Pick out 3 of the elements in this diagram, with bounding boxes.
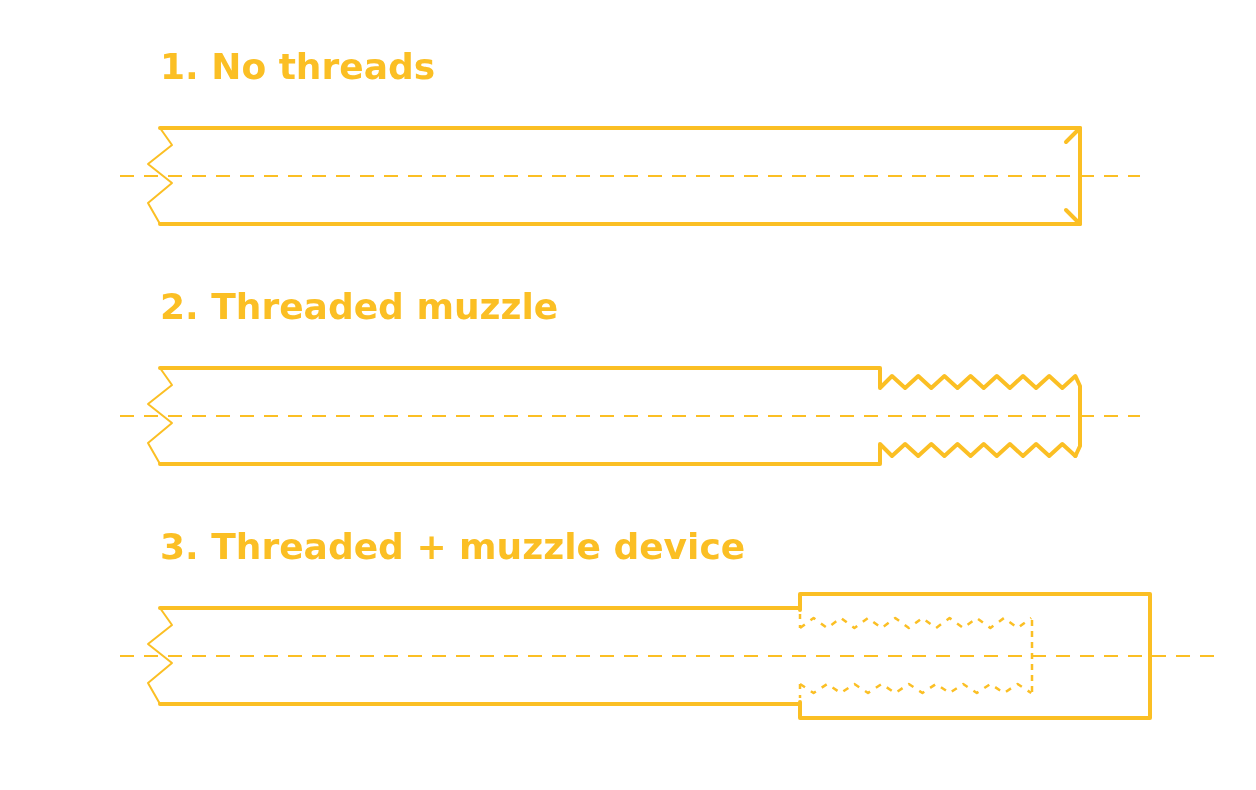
section-heading: 2. Threaded muzzle: [160, 287, 559, 327]
section-heading: 3. Threaded + muzzle device: [160, 527, 746, 567]
section-heading: 1. No threads: [160, 47, 436, 87]
